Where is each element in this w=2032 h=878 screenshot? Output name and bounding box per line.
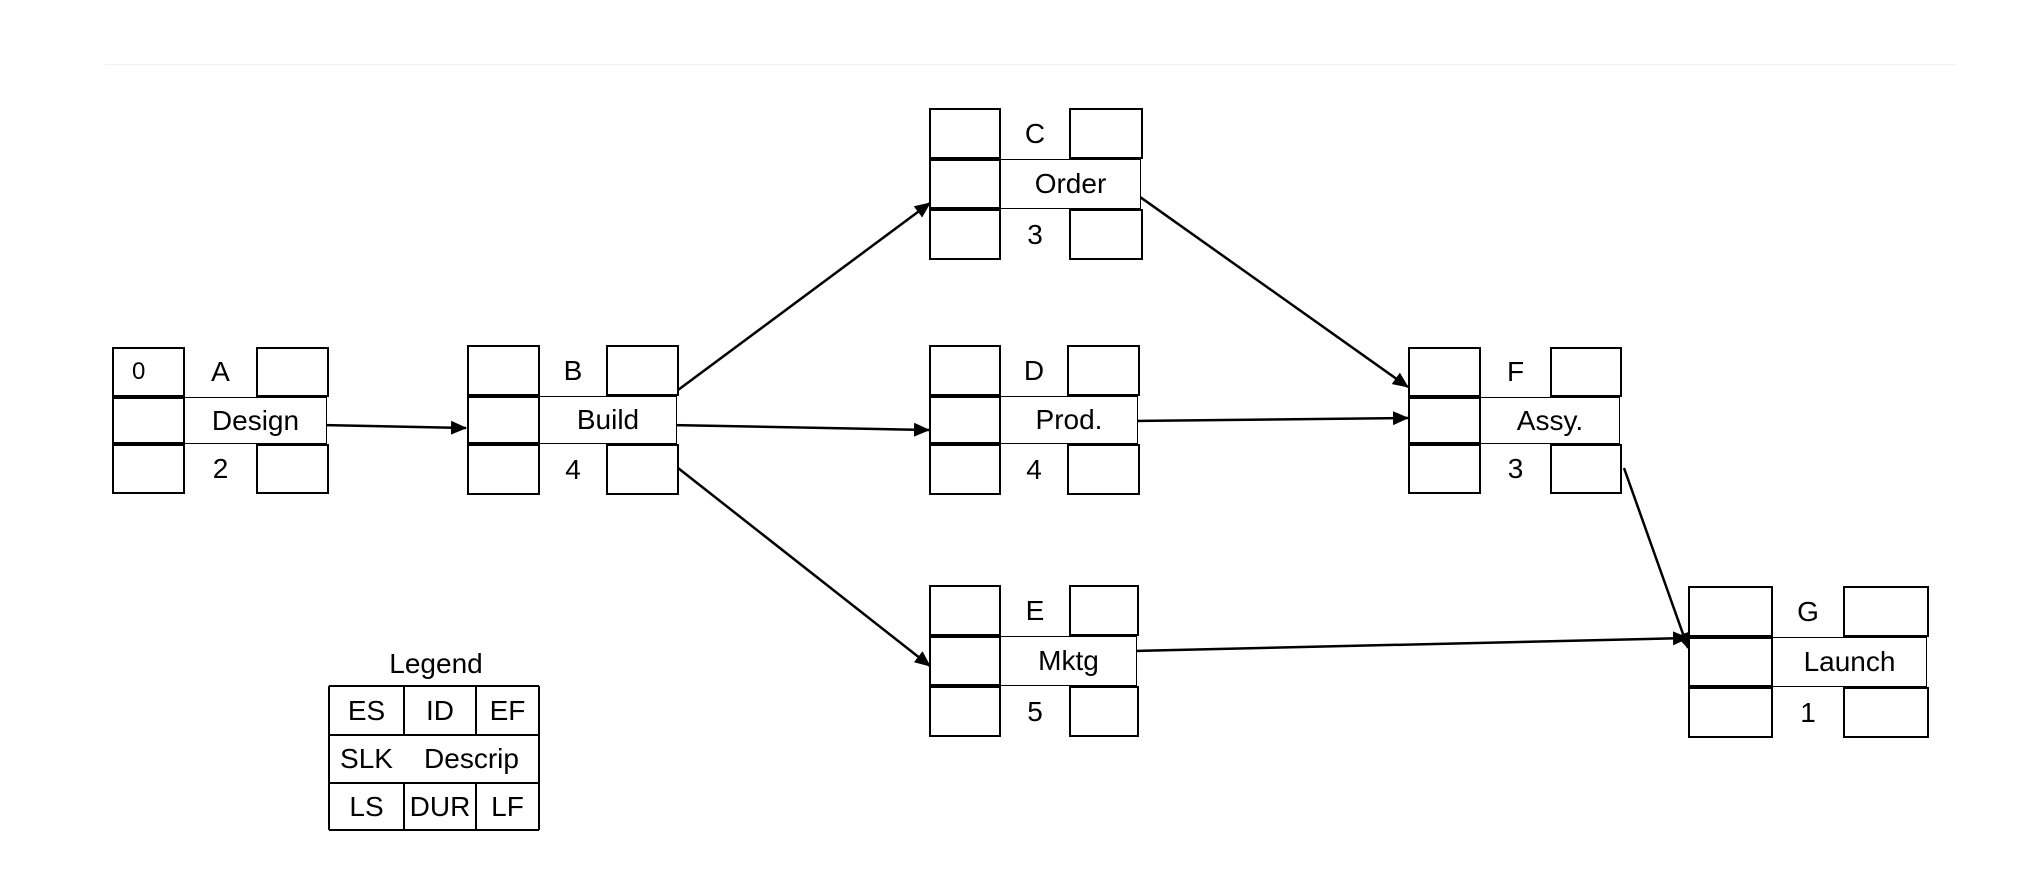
node-c-duration: 3 [1001,209,1069,260]
legend-descrip: Descrip [424,743,519,774]
legend-dur: DUR [409,790,471,822]
node-f-duration: 3 [1481,444,1550,494]
node-c-slack [929,159,1001,209]
node-a-description: Design [185,397,327,444]
edge-b-e [677,467,931,667]
node-b-id: B [540,345,606,396]
node-b-ef [606,345,679,396]
legend-title: Legend [389,648,483,679]
node-g-slack [1688,637,1773,687]
node-e-es [929,585,1001,636]
edge-d-f [1129,411,1409,426]
edge-b-c [677,201,931,392]
edge-c-f [1132,190,1409,389]
node-f-description: Assy. [1481,397,1620,444]
node-c-ls [929,209,1001,260]
node-a-id: A [185,347,256,397]
node-f-ef [1550,347,1622,397]
edge-b-d [668,422,930,437]
node-f-slack [1408,397,1481,444]
node-d-ls [929,444,1001,495]
node-d-slack [929,396,1001,444]
node-d-description: Prod. [1001,396,1138,444]
node-c-description: Order [1001,159,1141,209]
node-b-duration: 4 [540,444,606,495]
node-g-id: G [1773,586,1843,637]
node-f-es [1408,347,1481,397]
legend-es: ES [347,694,386,726]
node-a-duration: 2 [185,444,256,494]
node-d-ef [1067,345,1140,396]
node-f-lf [1550,444,1622,494]
node-f-id: F [1481,347,1550,397]
node-e-lf [1069,686,1139,737]
legend-ls: LS [349,790,384,822]
node-b-description: Build [540,396,677,444]
edge-e-g [1133,631,1689,653]
node-d-es [929,345,1001,396]
node-a-lf [256,444,329,494]
legend-lf: LF [491,790,524,822]
node-g-description: Launch [1773,637,1927,687]
node-e-description: Mktg [1001,636,1137,686]
node-e-ls [929,686,1001,737]
node-d-id: D [1001,345,1067,396]
node-d-lf [1067,444,1140,495]
node-g-duration: 1 [1773,687,1843,738]
node-b-lf [606,444,679,495]
legend-id: ID [426,694,454,726]
edge-f-g [1622,467,1690,649]
node-a-ef [256,347,329,397]
legend-ef: EF [489,694,526,726]
node-b-slack [467,396,540,444]
edge-a-b [319,420,467,435]
node-c-ef [1069,108,1143,159]
node-a-ls [112,444,185,494]
node-a-es: 0 [112,347,185,397]
node-g-ls [1688,687,1773,738]
node-g-lf [1843,687,1929,738]
node-e-duration: 5 [1001,686,1069,737]
node-e-slack [929,636,1001,686]
node-c-lf [1069,209,1143,260]
node-b-es [467,345,540,396]
node-b-ls [467,444,540,495]
node-g-ef [1843,586,1929,637]
node-e-id: E [1001,585,1069,636]
legend-slk: SLK [340,743,393,774]
node-f-ls [1408,444,1481,494]
divider [105,64,1955,65]
node-g-es [1688,586,1773,637]
node-c-id: C [1001,108,1069,159]
node-d-duration: 4 [1001,444,1067,495]
node-a-slack [112,397,185,444]
node-c-es [929,108,1001,159]
node-e-ef [1069,585,1139,636]
